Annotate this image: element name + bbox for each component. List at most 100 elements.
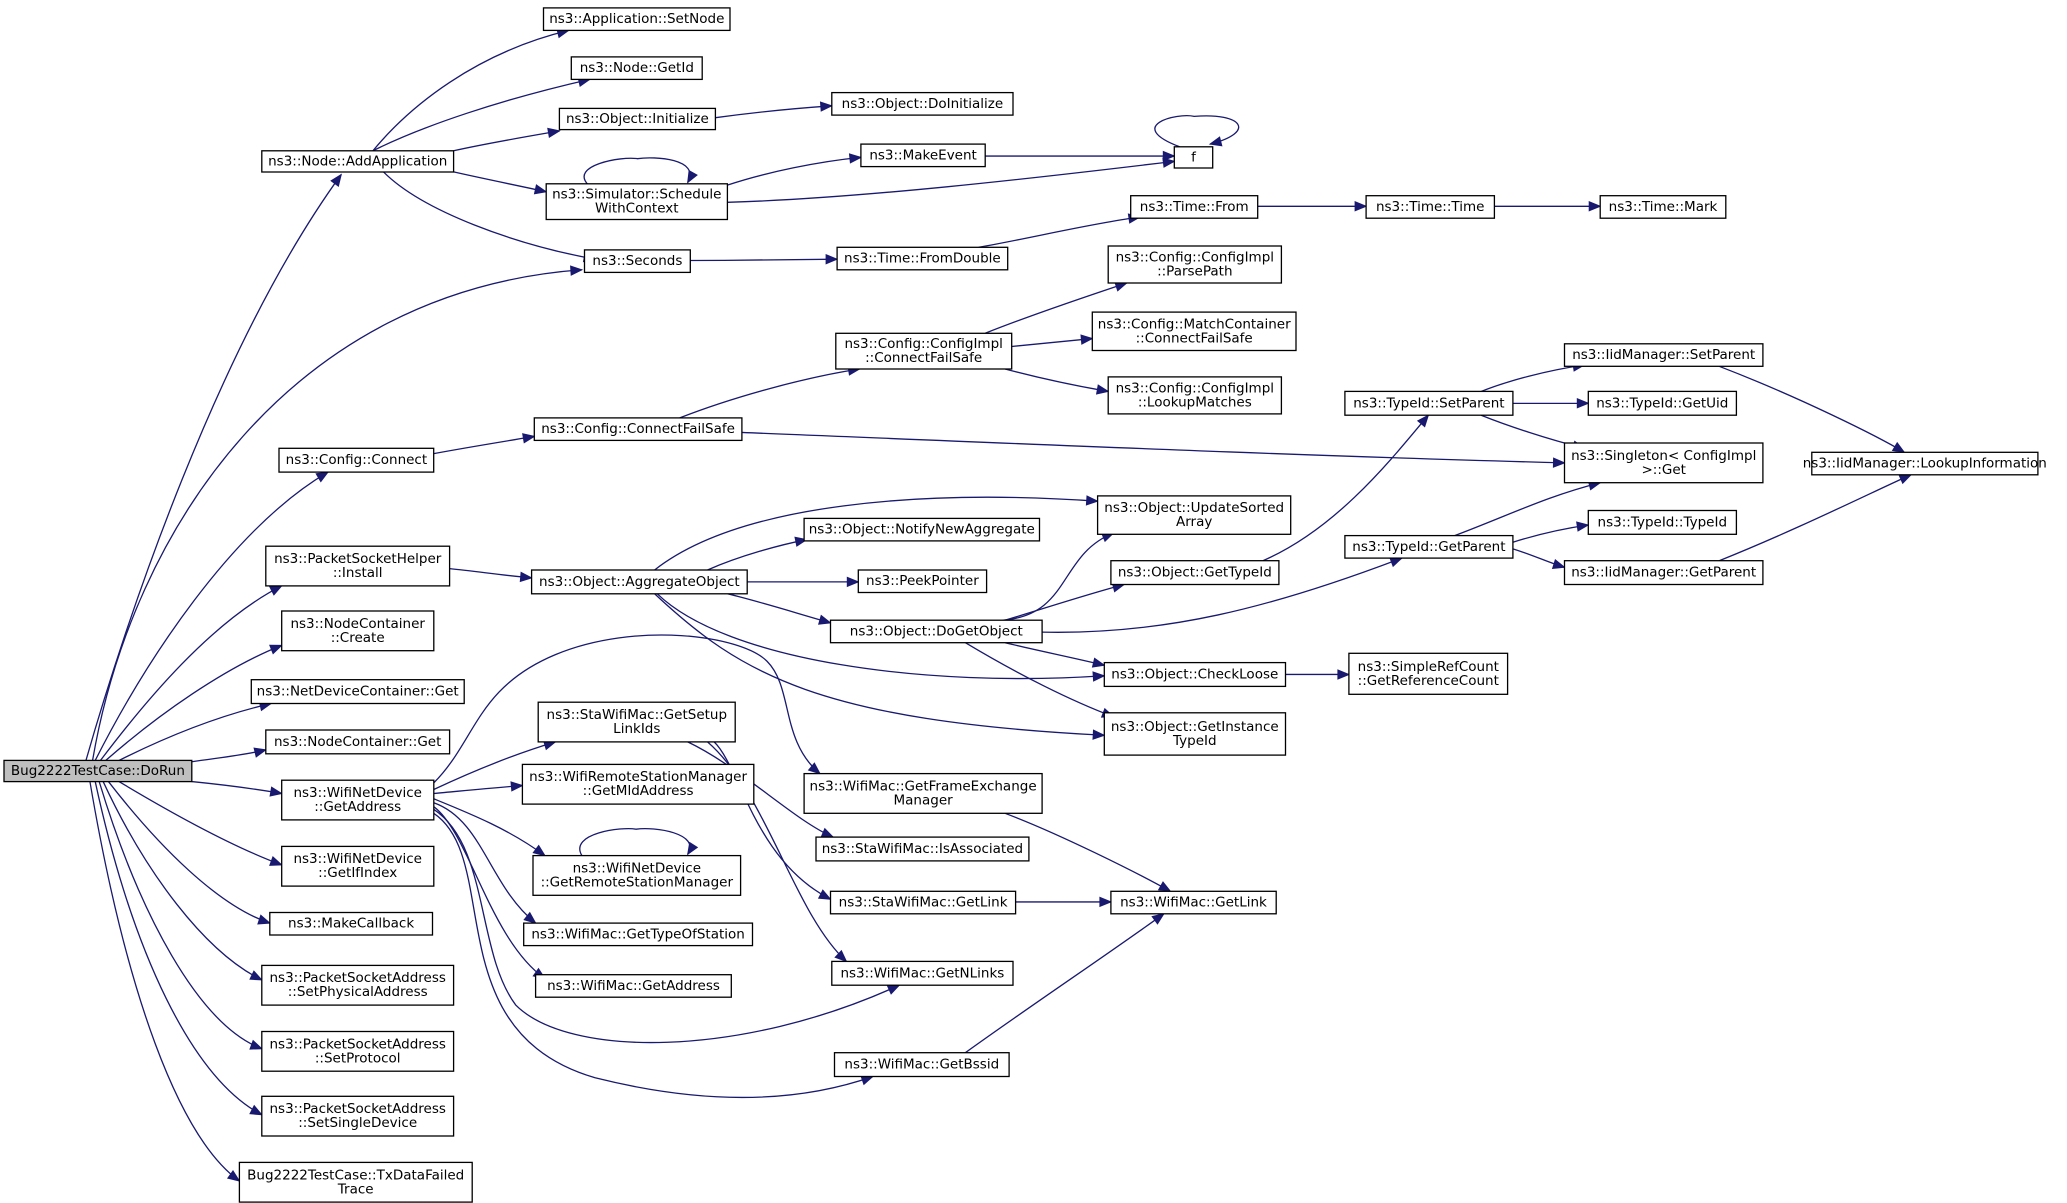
function-node-ncGet[interactable]: ns3::NodeContainer::Get — [265, 729, 451, 755]
function-node-ndcGet[interactable]: ns3::NetDeviceContainer::Get — [250, 679, 465, 705]
function-node-iidGetParent[interactable]: ns3::IidManager::GetParent — [1563, 560, 1764, 586]
function-node-setNode[interactable]: ns3::Application::SetNode — [542, 7, 731, 32]
node-box — [545, 183, 729, 221]
call-edge-root-to-psaSetProto — [99, 782, 264, 1050]
function-node-timeTime[interactable]: ns3::Time::Time — [1365, 195, 1496, 219]
function-node-root[interactable]: Bug2222TestCase::DoRun — [3, 759, 193, 783]
function-node-getId[interactable]: ns3::Node::GetId — [570, 56, 703, 81]
function-node-wmGetBssid[interactable]: ns3::WifiMac::GetBssid — [833, 1052, 1010, 1078]
edge-arrowhead — [1095, 384, 1110, 395]
function-node-getRefCount[interactable]: ns3::SimpleRefCount::GetReferenceCount — [1348, 652, 1509, 695]
node-label: Bug2222TestCase::TxDataFailed — [247, 1167, 464, 1183]
function-node-doInit[interactable]: ns3::Object::DoInitialize — [831, 91, 1014, 116]
node-box — [530, 569, 748, 595]
edge-arrowhead — [886, 984, 901, 995]
edge-line — [1155, 116, 1239, 147]
function-node-parsePath[interactable]: ns3::Config::ConfigImpl::ParsePath — [1107, 245, 1283, 284]
edge-line — [584, 158, 690, 185]
function-node-lookupInfo[interactable]: ns3::IidManager::LookupInformation — [1803, 451, 2047, 476]
edge-line — [95, 782, 262, 1115]
function-node-psaSetSingle[interactable]: ns3::PacketSocketAddress::SetSingleDevic… — [261, 1095, 455, 1137]
edge-line — [86, 175, 341, 761]
function-node-tidGetUid[interactable]: ns3::TypeId::GetUid — [1587, 390, 1738, 416]
function-node-f[interactable]: f — [1173, 146, 1214, 169]
node-box — [1110, 890, 1277, 915]
function-node-getTypeOfStation[interactable]: ns3::WifiMac::GetTypeOfStation — [523, 922, 754, 947]
function-node-makeEvent[interactable]: ns3::MakeEvent — [860, 143, 986, 168]
edge-arrowhead — [1898, 474, 1913, 485]
edge-arrowhead — [687, 169, 698, 184]
function-node-cfgCFS[interactable]: ns3::Config::ConnectFailSafe — [533, 417, 743, 442]
node-label: Trace — [337, 1181, 374, 1197]
function-node-iidSetParent[interactable]: ns3::IidManager::SetParent — [1563, 343, 1764, 367]
node-box — [1348, 652, 1509, 695]
node-label: ns3::PacketSocketAddress — [270, 970, 446, 986]
node-box — [281, 610, 435, 652]
function-node-aggObj[interactable]: ns3::Object::AggregateObject — [530, 569, 748, 595]
function-node-doGetObj[interactable]: ns3::Object::DoGetObject — [829, 619, 1043, 644]
function-node-singletonGet[interactable]: ns3::Singleton< ConfigImpl >::Get — [1563, 442, 1764, 484]
function-node-notifyNewAgg[interactable]: ns3::Object::NotifyNewAggregate — [803, 517, 1041, 542]
function-node-checkLoose[interactable]: ns3::Object::CheckLoose — [1103, 661, 1287, 688]
function-node-seconds[interactable]: ns3::Seconds — [583, 249, 691, 274]
function-node-tidTypeId[interactable]: ns3::TypeId::TypeId — [1587, 509, 1738, 535]
function-node-tidGetParent[interactable]: ns3::TypeId::GetParent — [1344, 534, 1514, 559]
function-node-cfgConnect[interactable]: ns3::Config::Connect — [278, 447, 435, 473]
call-edge-aggObj-to-getInstTid — [655, 594, 1106, 740]
node-box — [558, 107, 717, 131]
node-box — [542, 7, 731, 32]
function-node-wndGetAddr[interactable]: ns3::WifiNetDevice::GetAddress — [281, 779, 435, 821]
edge-line — [1719, 475, 1911, 561]
edge-line — [93, 270, 582, 761]
edge-line — [1455, 483, 1600, 536]
call-edge-wndGetAddr-to-wmGetAddress — [434, 807, 546, 980]
function-node-makeCallback[interactable]: ns3::MakeCallback — [269, 911, 434, 936]
function-node-psaSetProto[interactable]: ns3::PacketSocketAddress::SetProtocol — [261, 1030, 455, 1072]
function-node-wndGetRSM[interactable]: ns3::WifiNetDevice::GetRemoteStationMana… — [532, 854, 742, 896]
function-node-wmGetAddress[interactable]: ns3::WifiMac::GetAddress — [534, 974, 732, 998]
function-node-timeFrom[interactable]: ns3::Time::From — [1130, 195, 1259, 219]
edge-line — [106, 645, 282, 760]
node-box — [815, 836, 1030, 862]
function-node-cfgImplCFS[interactable]: ns3::Config::ConfigImpl::ConnectFailSafe — [835, 332, 1013, 370]
edge-line — [373, 30, 569, 150]
node-box — [261, 150, 455, 173]
function-node-psaSetPhys[interactable]: ns3::PacketSocketAddress::SetPhysicalAdd… — [261, 964, 455, 1006]
node-label: ns3::WifiMac::GetLink — [1120, 895, 1267, 911]
node-label: ::ConnectFailSafe — [865, 350, 982, 366]
function-node-lookupMatches[interactable]: ns3::Config::ConfigImpl::LookupMatches — [1107, 376, 1283, 415]
node-label: ns3::StaWifiMac::IsAssociated — [822, 841, 1023, 857]
node-label: ns3::WifiMac::GetFrameExchange — [810, 779, 1037, 795]
function-node-wrsmGetMld[interactable]: ns3::WifiRemoteStationManager::GetMldAdd… — [521, 763, 755, 805]
function-node-wmGetLink[interactable]: ns3::WifiMac::GetLink — [1110, 890, 1277, 915]
function-node-fromDouble[interactable]: ns3::Time::FromDouble — [836, 246, 1009, 271]
function-node-peekPtr[interactable]: ns3::PeekPointer — [857, 569, 988, 594]
function-node-psHelperInstall[interactable]: ns3::PacketSocketHelper::Install — [265, 545, 451, 587]
edge-line — [99, 782, 262, 1049]
function-node-isAssoc[interactable]: ns3::StaWifiMac::IsAssociated — [815, 836, 1030, 862]
edge-line — [688, 742, 833, 837]
function-node-wndGetIfIndex[interactable]: ns3::WifiNetDevice::GetIfIndex — [281, 845, 435, 887]
function-node-staGetLink[interactable]: ns3::StaWifiMac::GetLink — [829, 890, 1017, 915]
function-node-ncCreate[interactable]: ns3::NodeContainer::Create — [281, 610, 435, 652]
call-edge-timeFrom-to-timeTime — [1258, 201, 1368, 212]
call-edge-root-to-seconds — [93, 265, 584, 761]
function-node-addApp[interactable]: ns3::Node::AddApplication — [261, 150, 455, 173]
function-node-timeMark[interactable]: ns3::Time::Mark — [1599, 195, 1727, 219]
edge-arrowhead — [315, 471, 330, 483]
call-edge-root-to-addApp — [86, 173, 342, 761]
function-node-tidSetParent[interactable]: ns3::TypeId::SetParent — [1344, 390, 1514, 416]
function-node-wmGetNLinks[interactable]: ns3::WifiMac::GetNLinks — [831, 960, 1014, 986]
edge-line — [101, 586, 282, 761]
function-node-matchCFS[interactable]: ns3::Config::MatchContainer::ConnectFail… — [1091, 311, 1297, 352]
function-node-objInit[interactable]: ns3::Object::Initialize — [558, 107, 717, 131]
function-node-objGetTypeId[interactable]: ns3::Object::GetTypeId — [1110, 560, 1280, 586]
node-label: ::GetRemoteStationManager — [541, 875, 734, 891]
